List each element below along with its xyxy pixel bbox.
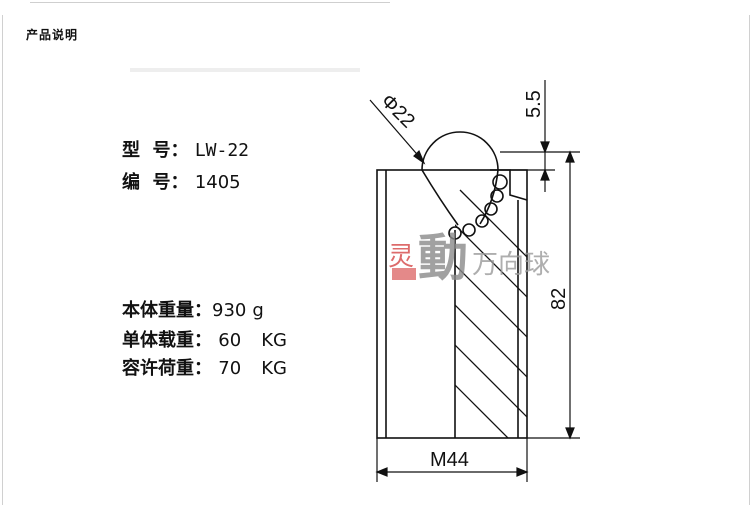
section-hatching	[455, 189, 527, 438]
spec-weight-label: 本体重量：	[122, 300, 212, 321]
support-ball-2	[490, 189, 504, 203]
dim-55-arrow-bottom	[540, 168, 550, 181]
support-ball-6	[448, 226, 462, 240]
dim-55-arrow-top	[540, 141, 550, 154]
dimension-lines	[369, 80, 580, 482]
support-ball-1	[492, 174, 508, 190]
spec-load-label: 单体载重：	[122, 330, 212, 351]
dim-82-arrow-bottom	[565, 427, 575, 440]
spec-model-label: 型 号：	[122, 140, 189, 161]
support-ball-5	[462, 223, 476, 237]
watermark-char2: 動	[418, 228, 468, 287]
main-ball-top	[421, 131, 499, 171]
watermark-char1: 灵	[388, 242, 415, 272]
spec-model-value: LW-22	[194, 140, 250, 161]
spec-load-unit: KG	[261, 330, 287, 351]
spec-allow-unit: KG	[261, 358, 287, 379]
spec-code-value: 1405	[194, 172, 241, 193]
dia-leader	[369, 99, 423, 161]
main-ball-right	[479, 169, 499, 225]
spec-code-label: 编 号：	[122, 172, 189, 193]
dim-dia-label: Φ22	[376, 90, 419, 133]
spec-weight-value: 930	[212, 300, 247, 321]
dia-arrow	[413, 149, 426, 165]
support-ball-4	[475, 214, 489, 228]
spec-allow: 容许荷重： 70 KG	[122, 354, 287, 380]
spec-allow-value: 70	[218, 358, 242, 379]
spec-allow-label: 容许荷重：	[122, 358, 212, 379]
spec-model: 型 号： LW-22	[122, 136, 249, 162]
spec-load-value: 60	[218, 330, 242, 351]
body-outline	[376, 169, 528, 439]
page-title: 产品说明	[26, 28, 79, 42]
dim-82-arrow-top	[565, 150, 575, 163]
faint-rule	[130, 68, 360, 72]
page-frame	[2, 15, 750, 505]
watermark-char3: 万向球	[472, 250, 551, 280]
dim-m44-label: M44	[430, 449, 469, 471]
dim-82-label: 82	[548, 288, 570, 310]
spec-code: 编 号： 1405	[122, 168, 241, 194]
main-ball-left	[421, 169, 459, 226]
dim-m44-arrow-left	[375, 467, 388, 477]
watermark-badge	[392, 268, 416, 280]
dim-55-label: 5.5	[523, 90, 545, 118]
support-ball-3	[484, 202, 498, 216]
top-rule	[30, 2, 390, 3]
dim-m44-arrow-right	[516, 467, 529, 477]
spec-load: 单体载重： 60 KG	[122, 326, 287, 352]
top-cap	[490, 169, 528, 201]
spec-weight-unit: g	[252, 300, 264, 321]
